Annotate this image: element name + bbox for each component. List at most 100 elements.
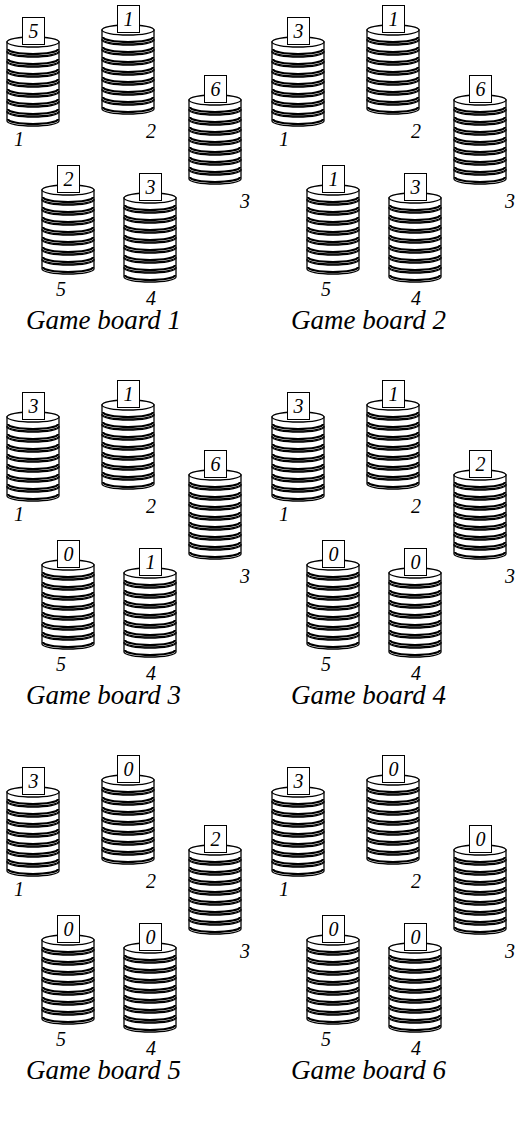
coin-rim xyxy=(455,552,505,557)
coin-rim xyxy=(125,255,175,260)
coin-rim xyxy=(43,1007,93,1012)
coin-rim xyxy=(103,107,153,112)
coin-rim xyxy=(368,462,418,467)
coin-rim xyxy=(103,97,153,102)
stack-number: 3 xyxy=(240,190,250,212)
number-card: 0 xyxy=(117,755,140,783)
number-card: 2 xyxy=(469,450,492,478)
coin-rim xyxy=(390,590,440,595)
coin-rim xyxy=(390,650,440,655)
coin-rim xyxy=(8,859,58,864)
card-number: 5 xyxy=(29,21,39,41)
coin-rim xyxy=(125,630,175,635)
coin-rim xyxy=(273,464,323,469)
coin-rim xyxy=(273,869,323,874)
coin-rim xyxy=(8,59,58,64)
coin-rim xyxy=(455,532,505,537)
coin-rim xyxy=(273,444,323,449)
coin-rim xyxy=(8,109,58,114)
stack-number: 5 xyxy=(321,653,331,675)
coin-rim xyxy=(43,622,93,627)
coin-rim xyxy=(190,127,240,132)
coin-rim xyxy=(190,857,240,862)
coin-rim xyxy=(190,917,240,922)
coin-stack xyxy=(272,37,324,126)
coin-rim xyxy=(273,799,323,804)
coin-rim xyxy=(43,642,93,647)
coin-rim xyxy=(125,245,175,250)
coin-rim xyxy=(273,49,323,54)
coin-rim xyxy=(125,275,175,280)
coin-rim xyxy=(43,602,93,607)
coin-rim xyxy=(308,977,358,982)
coin-rim xyxy=(368,57,418,62)
coin-rim xyxy=(455,907,505,912)
coin-rim xyxy=(368,412,418,417)
coin-rim xyxy=(190,877,240,882)
coin-rim xyxy=(390,630,440,635)
coin-rim xyxy=(308,632,358,637)
coin-rim xyxy=(125,955,175,960)
number-card: 1 xyxy=(382,5,405,33)
coin-stack xyxy=(454,845,506,934)
coin-rim xyxy=(308,602,358,607)
coin-rim xyxy=(390,225,440,230)
coin-rim xyxy=(455,492,505,497)
coin-stack xyxy=(389,193,441,282)
coin-rim xyxy=(8,819,58,824)
card-number: 6 xyxy=(211,454,221,474)
number-card: 0 xyxy=(322,540,345,568)
coin-rim xyxy=(308,267,358,272)
coin-rim xyxy=(190,167,240,172)
number-card: 2 xyxy=(204,825,227,853)
card-number: 2 xyxy=(64,169,74,189)
coin-rim xyxy=(190,147,240,152)
coin-rim xyxy=(125,640,175,645)
coin-rim xyxy=(103,87,153,92)
coin-rim xyxy=(455,147,505,152)
card-number: 6 xyxy=(476,79,486,99)
stack-number: 1 xyxy=(14,878,24,900)
stack-number: 3 xyxy=(240,940,250,962)
coin-rim xyxy=(455,482,505,487)
stack-number: 3 xyxy=(505,940,515,962)
card-number: 0 xyxy=(146,927,156,947)
coin-rim xyxy=(125,620,175,625)
coin-rim xyxy=(273,99,323,104)
coin-rim xyxy=(368,87,418,92)
number-card: 6 xyxy=(469,75,492,103)
coin-rim xyxy=(43,977,93,982)
coin-rim xyxy=(308,1017,358,1022)
coin-rim xyxy=(273,454,323,459)
coin-rim xyxy=(43,217,93,222)
coin-rim xyxy=(273,494,323,499)
coin-rim xyxy=(43,947,93,952)
coin-rim xyxy=(8,119,58,124)
coin-rim xyxy=(273,849,323,854)
coin-rim xyxy=(8,434,58,439)
coin-rim xyxy=(390,620,440,625)
stack-number: 2 xyxy=(146,495,156,517)
coin-rim xyxy=(368,472,418,477)
coin-rim xyxy=(190,542,240,547)
coin-stack xyxy=(124,193,176,282)
coin-rim xyxy=(8,839,58,844)
coin-stack xyxy=(102,400,154,489)
number-card: 0 xyxy=(322,915,345,943)
number-card: 1 xyxy=(117,380,140,408)
stack-number: 2 xyxy=(411,870,421,892)
card-number: 3 xyxy=(411,177,421,197)
number-card: 6 xyxy=(204,75,227,103)
coin-rim xyxy=(190,887,240,892)
card-number: 1 xyxy=(124,9,134,29)
coin-rim xyxy=(43,582,93,587)
board-caption: Game board 4 xyxy=(291,681,446,711)
card-number: 1 xyxy=(329,169,339,189)
coin-rim xyxy=(8,89,58,94)
coin-rim xyxy=(103,67,153,72)
coin-rim xyxy=(368,857,418,862)
coin-rim xyxy=(368,847,418,852)
coin-rim xyxy=(125,215,175,220)
coin-rim xyxy=(103,857,153,862)
stack-number: 2 xyxy=(146,870,156,892)
